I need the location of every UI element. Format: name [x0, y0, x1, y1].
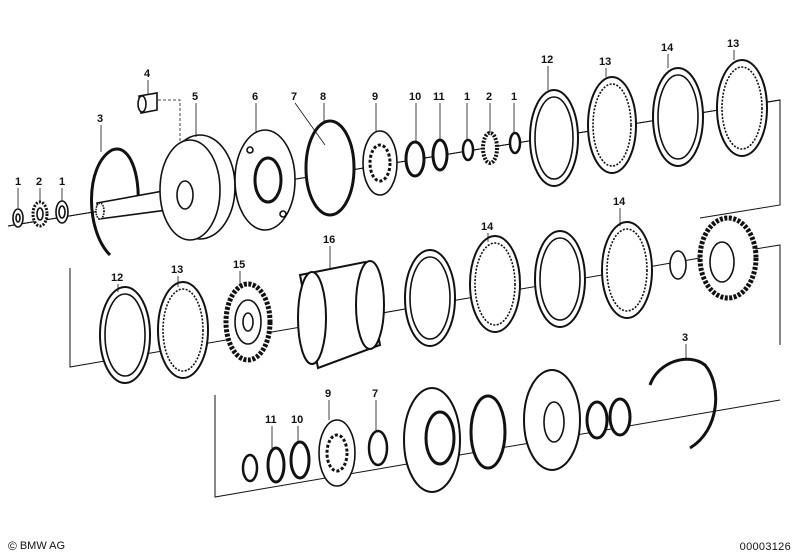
label-r3-3: 3 — [682, 332, 688, 344]
part-6-hole-b — [279, 210, 287, 218]
label-r1-13: 13 — [599, 56, 611, 68]
label-r1-14: 14 — [661, 42, 674, 54]
part-4-leader — [158, 99, 181, 155]
part-12-plate-inner — [534, 96, 574, 180]
part-3-snap-ring — [90, 147, 140, 257]
part-10-ring — [404, 140, 426, 178]
part-2-bearing-hole — [36, 207, 44, 221]
part-16-cage-back — [355, 260, 385, 350]
label-r1-8: 8 — [320, 91, 326, 103]
part-r2-plate-b-inner — [539, 237, 581, 321]
part-5-shaft-end — [95, 202, 105, 220]
label-r1-1d: 1 — [511, 91, 517, 103]
label-r2-12: 12 — [111, 272, 123, 284]
callouts: 1 2 1 3 4 5 6 7 8 9 10 11 1 2 1 12 13 14 — [15, 38, 739, 448]
part-9-disc-teeth — [368, 143, 392, 183]
label-r3-11: 11 — [265, 414, 277, 426]
copyright-notice: © BMW AG — [8, 539, 65, 553]
label-r2-14: 14 — [481, 221, 494, 233]
label-r1-5: 5 — [192, 91, 198, 103]
part-1-washer-b-hole — [58, 205, 66, 219]
label-r1-3: 3 — [97, 113, 103, 125]
label-r3-9: 9 — [325, 388, 331, 400]
part-r3-ring-b — [585, 400, 609, 440]
part-r3-piston-inner — [424, 410, 456, 466]
part-r3-3-snap-ring — [648, 357, 718, 450]
label-r2-14b: 14 — [613, 196, 626, 208]
part-8-ring — [304, 119, 356, 217]
leader-r1-7 — [294, 102, 326, 146]
part-r2-14b-plate-inner — [606, 228, 648, 312]
label-r2-13: 13 — [171, 264, 183, 276]
part-11-snap — [431, 138, 449, 172]
label-r1-1c: 1 — [464, 91, 470, 103]
part-r2-ring-gear-inner — [709, 241, 735, 283]
part-r3-10-ring — [289, 440, 311, 480]
label-r1-2: 2 — [36, 176, 42, 188]
label-r3-10: 10 — [291, 414, 303, 426]
part-1-washer-hole — [15, 213, 21, 223]
copyright-symbol: © — [8, 539, 17, 553]
label-r1-7: 7 — [291, 91, 297, 103]
label-r1-10: 10 — [409, 91, 421, 103]
document-number: 00003126 — [739, 541, 791, 553]
label-r1-13b: 13 — [727, 38, 739, 50]
label-r1-6: 6 — [252, 91, 258, 103]
copyright-text: BMW AG — [19, 540, 66, 552]
label-r2-16: 16 — [323, 234, 335, 246]
part-2b-bearing — [481, 131, 499, 165]
part-13b-plate-inner — [721, 66, 763, 150]
part-r3-housing-hub — [543, 401, 565, 443]
part-r3-11-snap — [266, 446, 286, 484]
part-r2-plate-a-inner — [409, 256, 451, 340]
part-16-cage-front — [297, 271, 327, 365]
label-r1-11: 11 — [433, 91, 445, 103]
part-5-drum-hub — [176, 180, 194, 210]
row1-parts — [12, 59, 768, 257]
part-15-gear-hub — [242, 312, 254, 332]
label-r1-2b: 2 — [486, 91, 492, 103]
label-r1-1b: 1 — [59, 176, 65, 188]
label-r1-1a: 1 — [15, 176, 21, 188]
part-r3-7-seal — [367, 429, 389, 467]
row3-parts — [241, 357, 718, 493]
part-14-plate-inner — [657, 74, 699, 160]
part-r2-12-plate-inner — [104, 293, 146, 377]
part-r3-washer-a — [241, 453, 259, 483]
part-6-hole-a — [246, 146, 254, 154]
part-r2-washer — [669, 250, 687, 280]
part-r2-14-plate-inner — [474, 242, 516, 326]
part-r3-ring-c — [608, 397, 632, 437]
part-13-plate-inner — [592, 83, 632, 167]
part-6-plate-inner — [253, 156, 283, 204]
part-1c-washer — [461, 138, 475, 162]
part-r3-9-disc-teeth — [325, 433, 349, 473]
label-r3-7: 7 — [372, 388, 378, 400]
label-r1-9: 9 — [372, 91, 378, 103]
label-r2-15: 15 — [233, 259, 245, 271]
label-r1-12: 12 — [541, 54, 553, 66]
row2-parts — [99, 215, 759, 384]
label-r1-4: 4 — [144, 68, 151, 80]
part-4-plug-end — [137, 95, 147, 113]
part-1d-washer — [508, 131, 522, 155]
part-r3-ring — [469, 394, 507, 470]
part-r2-13-plate-inner — [162, 288, 204, 372]
